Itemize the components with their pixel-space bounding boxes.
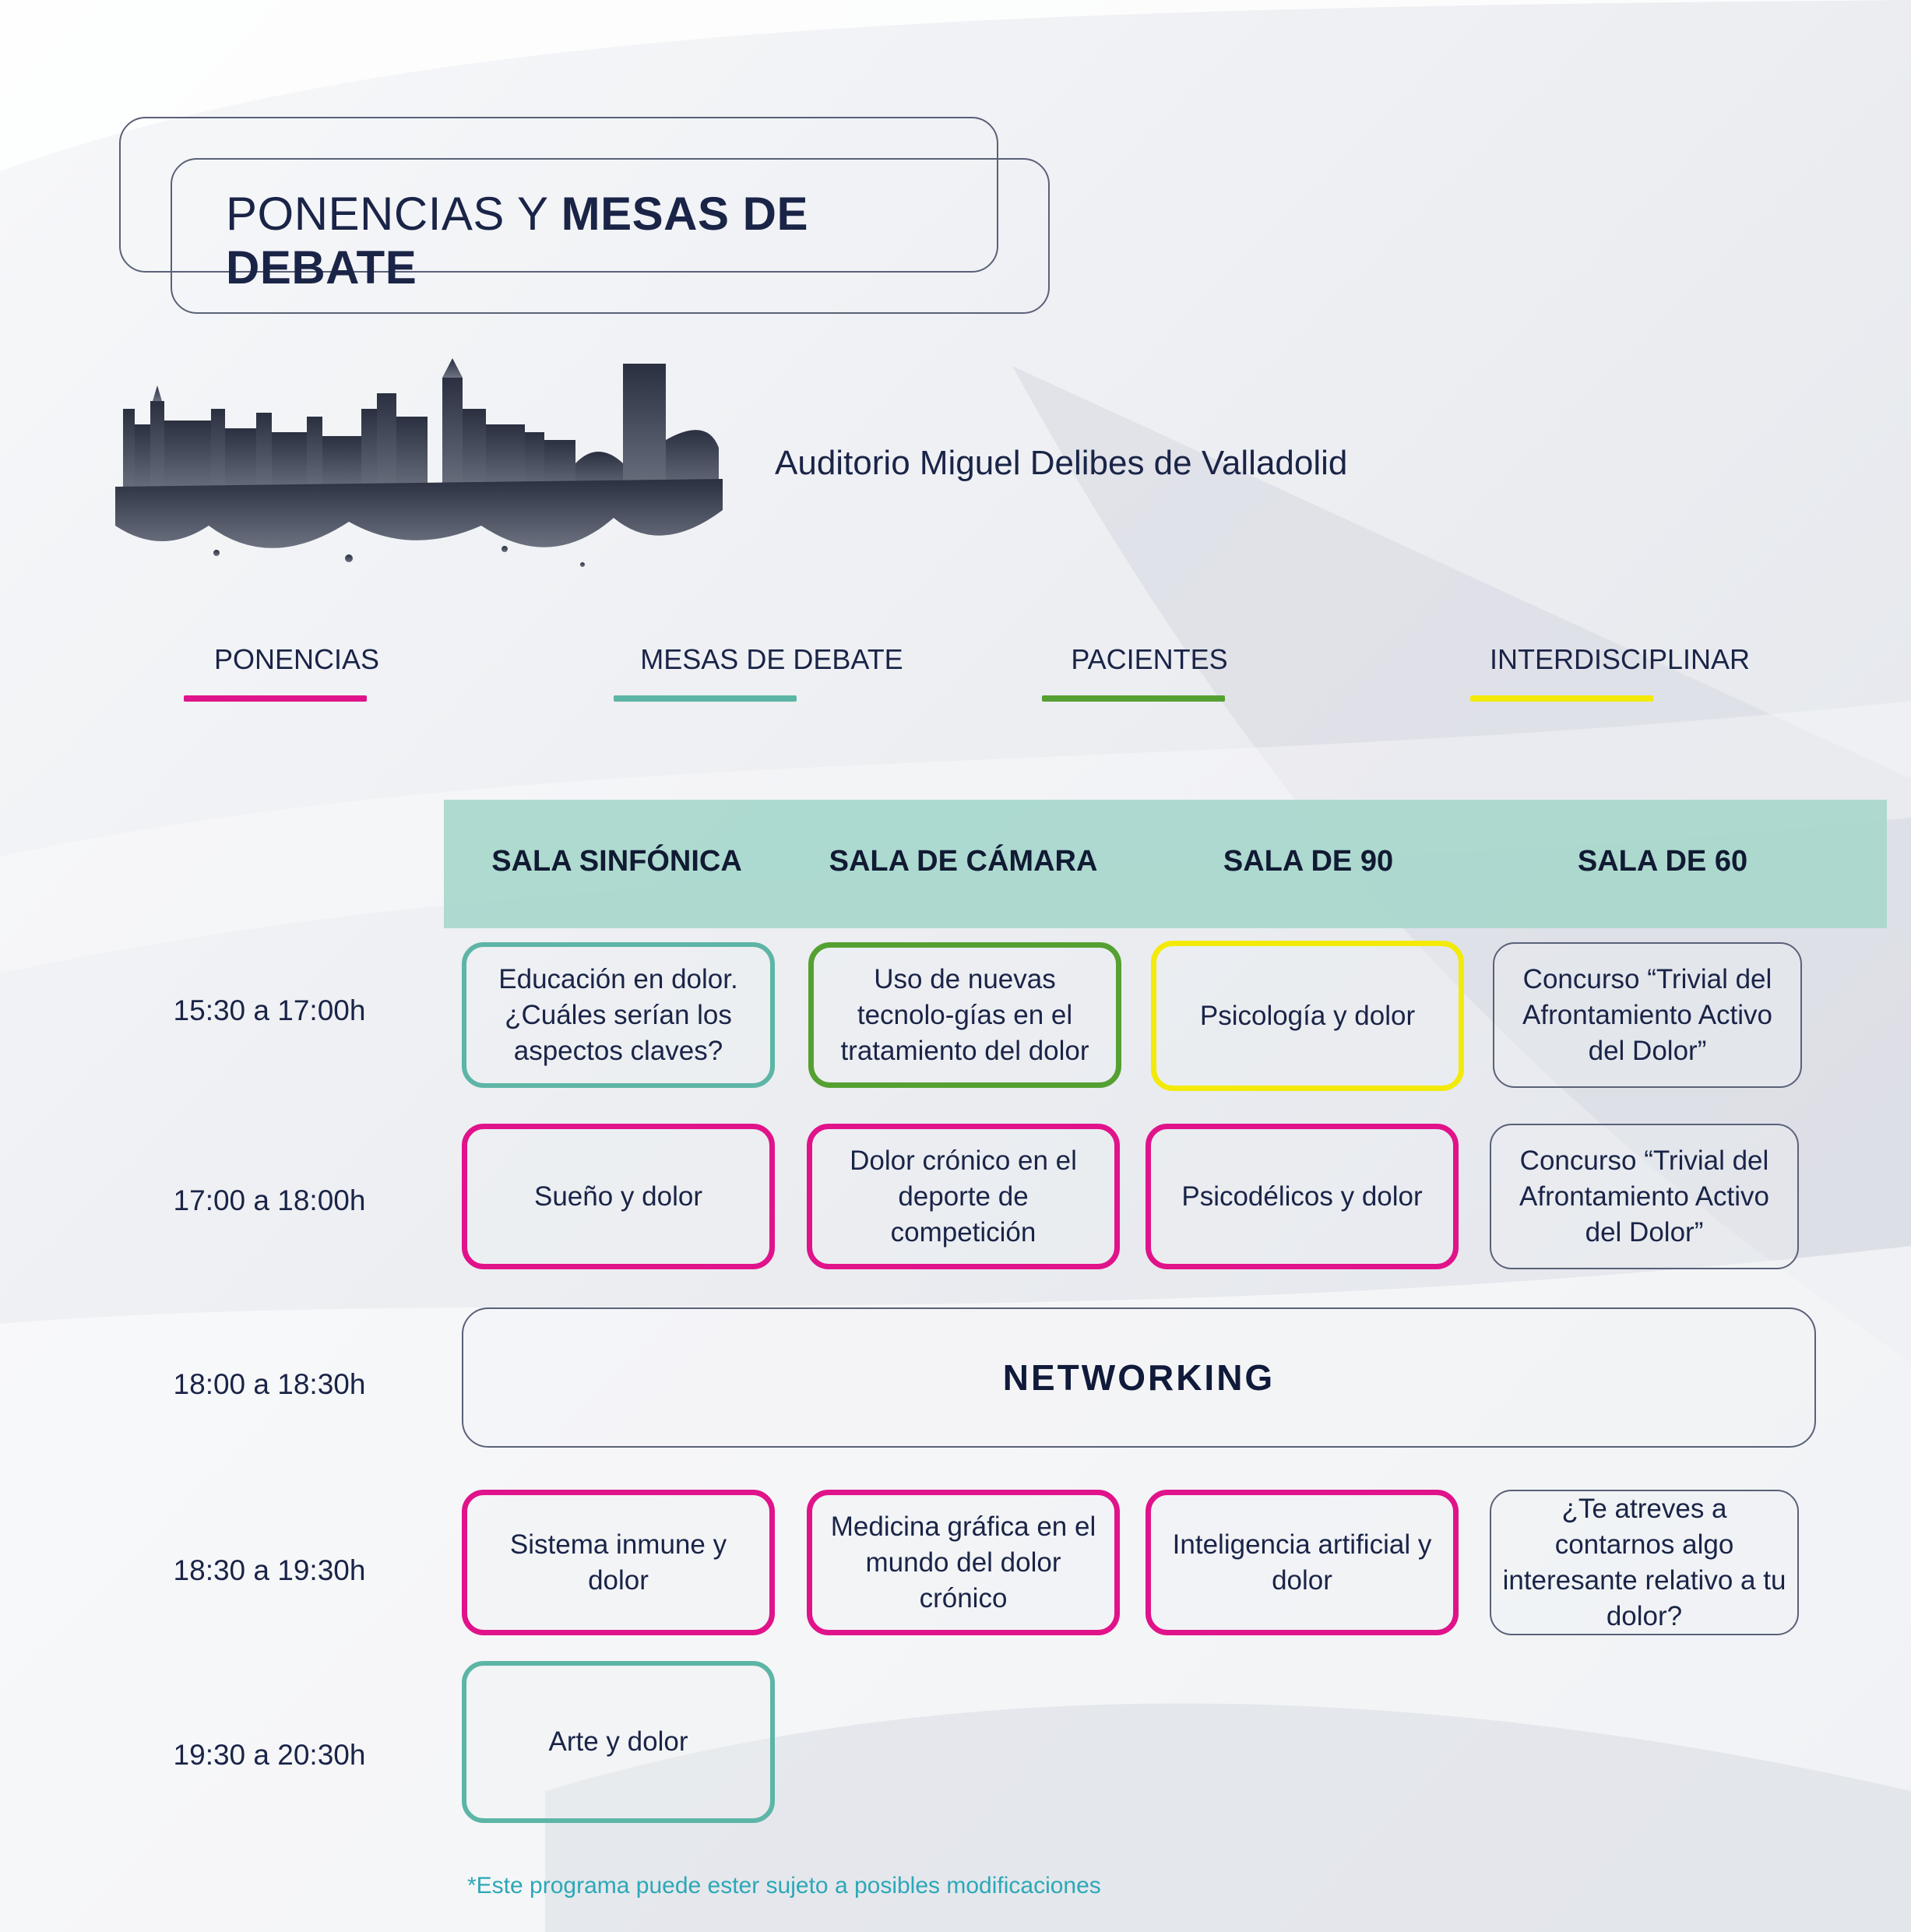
footnote: *Este programa puede ester sujeto a posi… (467, 1873, 1101, 1899)
venue-name: Auditorio Miguel Delibes de Valladolid (775, 444, 1348, 482)
session-title: Concurso “Trivial del Afrontamiento Acti… (1522, 963, 1772, 1066)
session-box: Educación en dolor. ¿Cuáles serían los a… (462, 942, 775, 1088)
city-skyline-image (115, 358, 723, 567)
title-bold: MESAS DE DEBATE (226, 188, 808, 294)
legend-label-interdisciplinar: INTERDISCIPLINAR (1489, 643, 1751, 675)
session-box: Arte y dolor (462, 1661, 775, 1823)
page-title: PONENCIAS Y MESAS DE DEBATE (226, 187, 1005, 294)
session-title: Psicodélicos y dolor (1181, 1181, 1423, 1212)
title-light: PONENCIAS Y (226, 188, 561, 240)
session-box: Concurso “Trivial del Afrontamiento Acti… (1490, 1124, 1799, 1269)
session-title: Concurso “Trivial del Afrontamiento Acti… (1519, 1145, 1769, 1248)
room-header-sala-de-camara: SALA DE CÁMARA (829, 845, 1098, 878)
session-title: Inteligencia artificial y dolor (1172, 1529, 1432, 1596)
time-slot-1: 15:30 a 17:00h (173, 994, 366, 1026)
legend-label-pacientes: PACIENTES (1071, 643, 1228, 675)
title-frame-back (119, 117, 998, 273)
session-box: Psicología y dolor (1151, 941, 1464, 1091)
title-frame-front (171, 158, 1050, 314)
networking-box: NETWORKING (462, 1307, 1816, 1448)
session-box: Uso de nuevas tecnolo-gías en el tratami… (808, 942, 1121, 1088)
session-box: Medicina gráfica en el mundo del dolor c… (807, 1490, 1120, 1635)
session-box: Inteligencia artificial y dolor (1146, 1490, 1459, 1635)
session-box: ¿Te atreves a contarnos algo interesante… (1490, 1490, 1799, 1635)
session-title: ¿Te atreves a contarnos algo interesante… (1502, 1493, 1786, 1631)
time-slot-4: 18:30 a 19:30h (173, 1554, 366, 1586)
session-box: Sueño y dolor (462, 1124, 775, 1269)
session-title: Arte y dolor (548, 1726, 688, 1757)
legend-line-ponencias (184, 695, 367, 702)
session-title: Educación en dolor. ¿Cuáles serían los a… (498, 963, 738, 1066)
legend-label-ponencias: PONENCIAS (213, 643, 380, 675)
room-header-sala-sinfonica: SALA SINFÓNICA (491, 845, 742, 878)
legend-line-interdisciplinar (1470, 695, 1653, 702)
session-box: Psicodélicos y dolor (1146, 1124, 1459, 1269)
time-slot-3: 18:00 a 18:30h (173, 1368, 366, 1400)
room-header-sala-de-90: SALA DE 90 (1223, 845, 1394, 878)
networking-label: NETWORKING (1002, 1357, 1276, 1398)
room-header-sala-de-60: SALA DE 60 (1577, 845, 1748, 878)
session-box: Dolor crónico en el deporte de competici… (807, 1124, 1120, 1269)
session-box: Concurso “Trivial del Afrontamiento Acti… (1493, 942, 1802, 1088)
session-title: Sistema inmune y dolor (509, 1529, 727, 1596)
session-title: Sueño y dolor (534, 1181, 702, 1212)
rooms-header-band (444, 800, 1887, 928)
time-slot-5: 19:30 a 20:30h (173, 1739, 366, 1771)
legend-label-mesas-de-debate: MESAS DE DEBATE (640, 643, 903, 675)
time-slot-2: 17:00 a 18:00h (173, 1184, 366, 1216)
legend-line-mesas-de-debate (614, 695, 797, 702)
session-title: Medicina gráfica en el mundo del dolor c… (830, 1511, 1096, 1614)
session-box: Sistema inmune y dolor (462, 1490, 775, 1635)
session-title: Psicología y dolor (1199, 1000, 1416, 1031)
session-title: Dolor crónico en el deporte de competici… (850, 1145, 1077, 1248)
legend-line-pacientes (1042, 695, 1225, 702)
session-title: Uso de nuevas tecnolo-gías en el tratami… (840, 963, 1089, 1066)
